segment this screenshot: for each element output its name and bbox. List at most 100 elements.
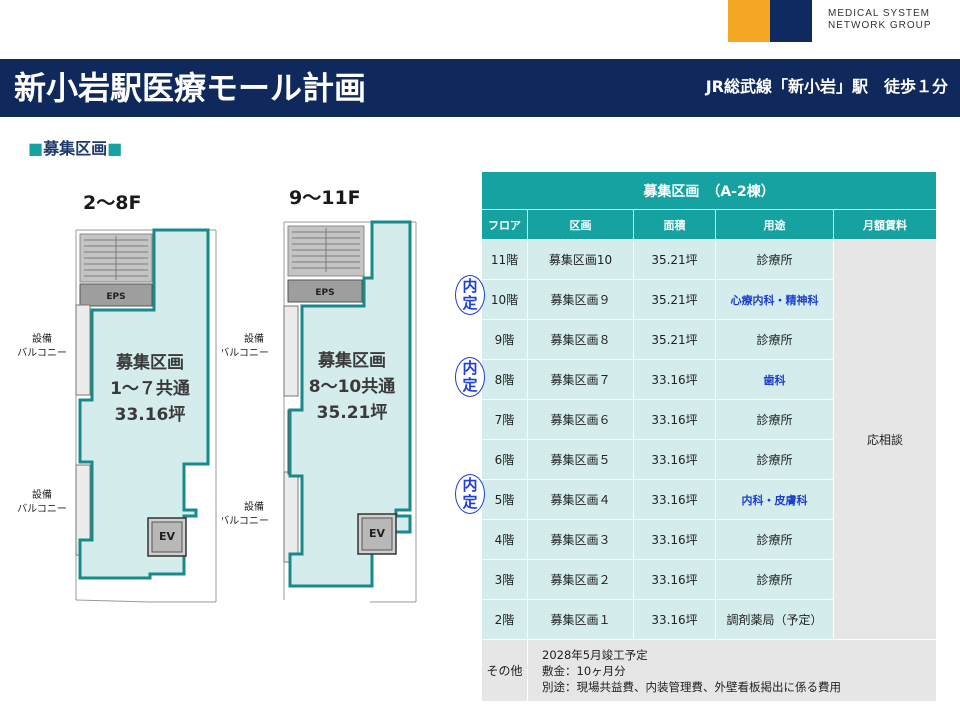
cell-area: 33.16坪 [633,519,716,560]
square-marker-icon: ■ [107,139,123,158]
cell-area: 33.16坪 [633,359,716,400]
floor-label-9-11f: 9〜11F [289,187,361,209]
area-scope: 1〜７共通 [110,379,190,399]
cell-floor: 4階 [481,519,528,560]
table-title: 募集区画 （A-2棟） [480,171,938,210]
header-rent: 月額賃料 [832,209,938,240]
ev-label: EV [369,527,386,540]
cell-unit: 募集区画８ [527,319,634,360]
floor-plan-2-8f: EPS EPS EV 募集区画 1〜７共通 33.16坪 設備 バルコニー 設備… [17,228,217,603]
area-size: 35.21坪 [317,403,388,423]
cell-unit: 募集区画４ [527,479,634,520]
elevator-icon [147,517,187,557]
header-unit: 区画 [527,209,634,240]
table-row-other: その他 2028年5月竣工予定 敷金：10ヶ月分 別途：現場共益費、内装管理費、… [481,639,938,702]
section-heading-text: 募集区画 [43,139,108,158]
table-row: 3階 募集区画２ 33.16坪 診療所 [481,559,937,600]
balcony-label: 設備 [32,332,52,345]
section-heading: ■募集区画■ [28,135,122,159]
cell-unit: 募集区画６ [527,399,634,440]
cell-unit: 募集区画10 [527,239,634,280]
table-row: 11階 募集区画10 35.21坪 診療所 応相談 [481,239,938,640]
note-completion: 2028年5月竣工予定 [542,647,648,662]
cell-floor: 5階 [481,479,528,520]
cell-floor: 8階 [481,359,528,400]
reserved-stamp-icon: 内 定 [455,275,485,315]
station-access: JR総武線「新小岩」駅 徒歩１分 [705,77,948,96]
cell-unit: 募集区画５ [527,439,634,480]
stamp-char: 定 [462,493,478,511]
stamp-char: 内 [462,476,478,494]
elevator-icon [357,513,397,555]
cell-area: 33.16坪 [633,439,716,480]
note-extra-fees: 別途：現場共益費、内装管理費、外壁看板掲出に係る費用 [542,679,841,694]
cell-unit: 募集区画７ [527,359,634,400]
floor-plan-9-11f: EPS EV 募集区画 8〜10共通 35.21坪 設備 バルコニー 設備 バル… [222,220,417,603]
table-row: 10階 募集区画９ 35.21坪 心療内科・精神科 [481,279,937,320]
cell-use: 診療所 [715,399,834,440]
cell-area: 35.21坪 [633,239,716,280]
balcony-label: バルコニー [17,503,67,515]
balcony-label: 設備 [32,488,52,501]
table-row: 6階 募集区画５ 33.16坪 診療所 [481,439,937,480]
cell-use: 診療所 [715,519,834,560]
cell-area: 35.21坪 [633,319,716,360]
logo-line-1: MEDICAL SYSTEM [828,8,930,19]
eps-label: EPS [106,292,125,302]
header-use: 用途 [715,209,834,240]
area-name: 募集区画 [115,352,184,373]
cell-other-label: その他 [481,639,528,702]
logo-navy-block [770,0,812,42]
stamp-char: 内 [462,359,478,377]
table-row: 2階 募集区画１ 33.16坪 調剤薬局（予定） [481,599,937,640]
page-title: 新小岩駅医療モール計画 [14,69,367,107]
ev-label: EV [159,530,176,543]
table-row: 4階 募集区画３ 33.16坪 診療所 [481,519,937,560]
stamp-char: 定 [462,294,478,312]
cell-floor: 6階 [481,439,528,480]
reserved-stamp-icon: 内 定 [455,357,485,397]
balcony-label: バルコニー [222,515,269,527]
cell-floor: 7階 [481,399,528,440]
cell-floor: 11階 [481,239,528,280]
stamp-char: 定 [462,376,478,394]
cell-area: 33.16坪 [633,479,716,520]
cell-floor: 3階 [481,559,528,600]
cell-use: 診療所 [715,319,834,360]
cell-use: 診療所 [715,239,834,280]
table-row: 8階 募集区画７ 33.16坪 歯科 [481,359,937,400]
cell-area: 33.16坪 [633,399,716,440]
square-marker-icon: ■ [28,139,44,158]
title-bar: 新小岩駅医療モール計画 JR総武線「新小岩」駅 徒歩１分 [0,59,960,117]
cell-area: 35.21坪 [633,279,716,320]
tenant-area-8-10 [288,220,412,588]
cell-unit: 募集区画２ [527,559,634,600]
cell-area: 33.16坪 [633,599,716,640]
stair-icon [287,225,365,277]
cell-unit: 募集区画３ [527,519,634,560]
cell-other-notes: 2028年5月竣工予定 敷金：10ヶ月分 別途：現場共益費、内装管理費、外壁看板… [526,639,938,702]
balcony-label: 設備 [244,332,264,345]
cell-use: 歯科 [715,359,834,400]
cell-use: 調剤薬局（予定） [715,599,834,640]
logo-orange-block [728,0,770,42]
header-floor: フロア [481,209,528,240]
table-row: 5階 募集区画４ 33.16坪 内科・皮膚科 [481,479,937,520]
eps-label: EPS [315,288,334,298]
stamp-char: 内 [462,277,478,295]
cell-floor: 9階 [481,319,528,360]
cell-use: 内科・皮膚科 [715,479,834,520]
company-logo-text: MEDICAL SYSTEM NETWORK GROUP [828,8,932,32]
cell-floor: 2階 [481,599,528,640]
area-size: 33.16坪 [115,405,186,425]
stair-icon [79,233,153,283]
cell-use: 診療所 [715,439,834,480]
floor-label-2-8f: 2〜8F [83,192,142,214]
balcony-label: バルコニー [17,347,67,359]
cell-unit: 募集区画１ [527,599,634,640]
recruitment-table: 募集区画 （A-2棟） フロア 区画 面積 用途 月額賃料 11階 募集区画10… [480,171,938,702]
tenant-area-1-7 [78,228,210,580]
area-name: 募集区画 [317,350,386,371]
balcony-label: バルコニー [222,347,269,359]
cell-use: 心療内科・精神科 [715,279,834,320]
